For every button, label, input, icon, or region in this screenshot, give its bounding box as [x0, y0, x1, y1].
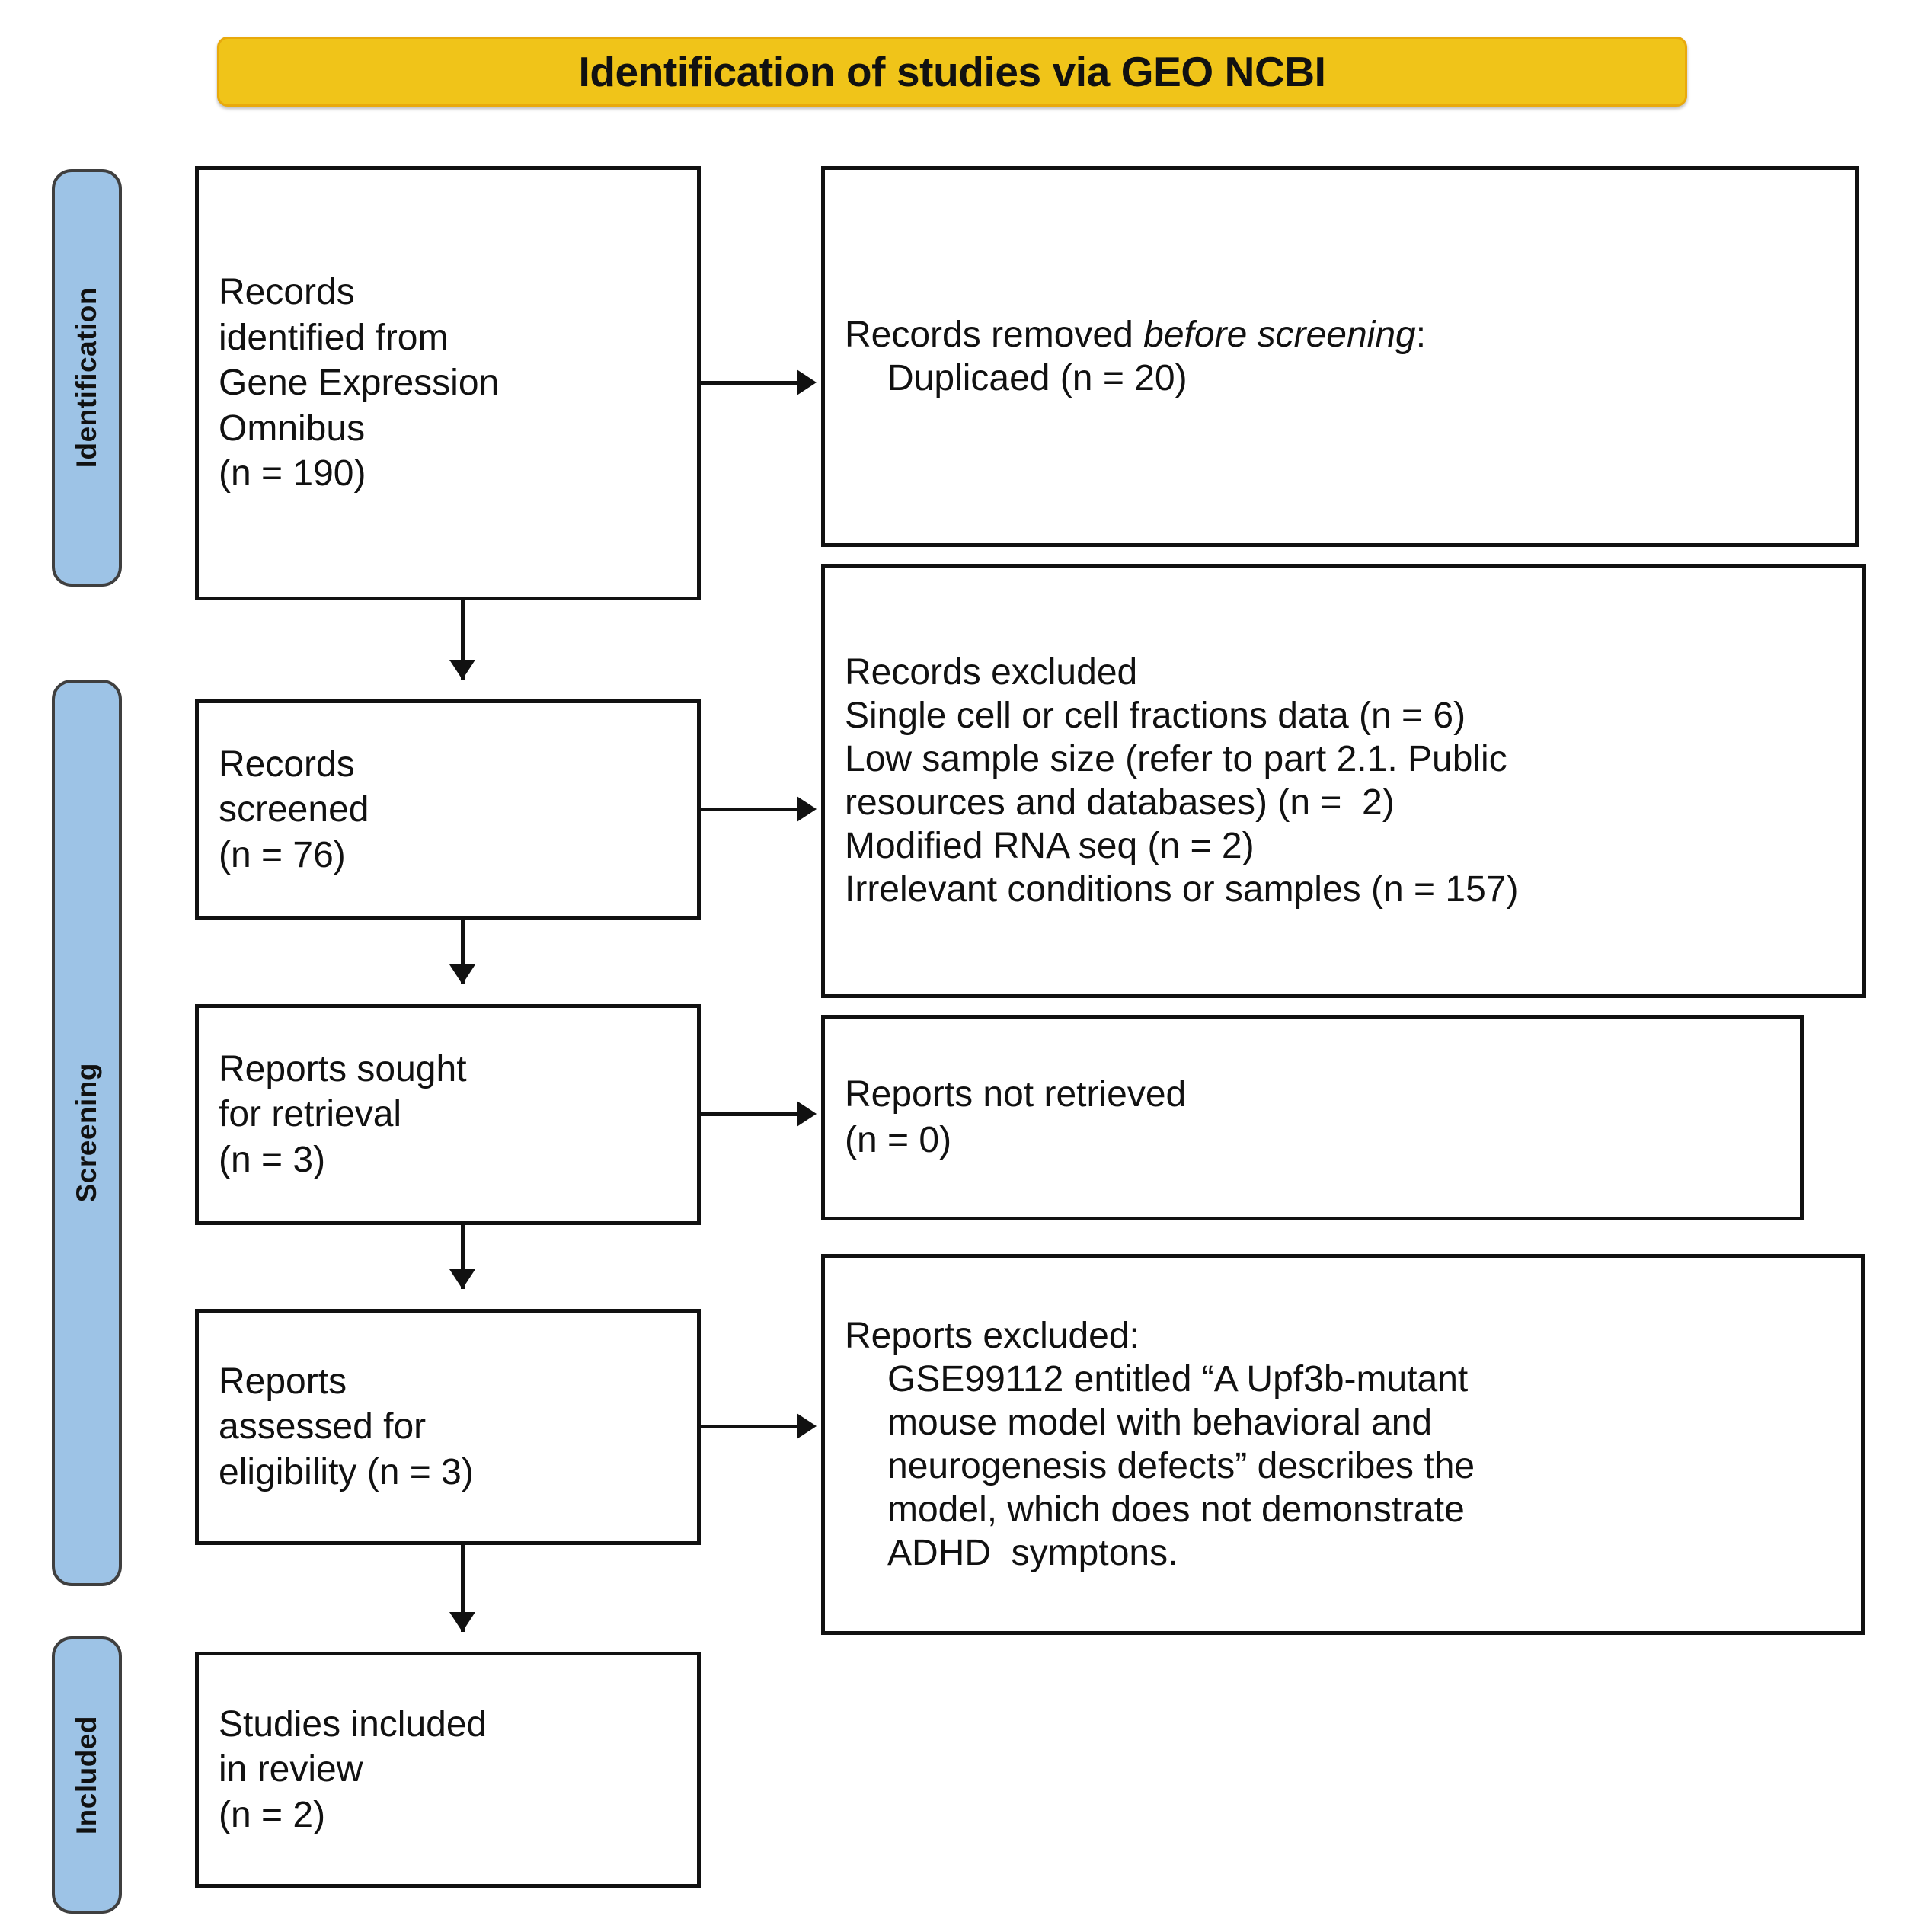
- box-reports-not-retrieved: Reports not retrieved (n = 0): [821, 1015, 1804, 1220]
- box-reports-excluded: Reports excluded:GSE99112 entitled “A Up…: [821, 1254, 1865, 1635]
- box-records-excluded: Records excluded Single cell or cell fra…: [821, 564, 1866, 998]
- arrowhead-right-not-retrieved: [797, 1101, 817, 1127]
- stage-label-screening: Screening: [71, 1063, 102, 1203]
- records-removed-item: Duplicaed (n = 20): [887, 358, 1187, 398]
- connector-identified-to-removed: [701, 381, 800, 385]
- box-records-identified: Records identified from Gene Expression …: [195, 166, 701, 600]
- box-records-identified-text: Records identified from Gene Expression …: [219, 272, 500, 494]
- arrowhead-right-reports-excluded: [797, 1413, 817, 1439]
- connector-assessed-to-reports-excluded: [701, 1425, 800, 1428]
- box-reports-excluded-text: Reports excluded:GSE99112 entitled “A Up…: [845, 1314, 1841, 1575]
- connector-sought-to-assessed: [461, 1225, 465, 1289]
- reports-excluded-heading: Reports excluded:: [845, 1315, 1139, 1356]
- box-studies-included-text: Studies included in review (n = 2): [219, 1703, 487, 1835]
- connector-assessed-to-included: [461, 1545, 465, 1632]
- arrowhead-right-excluded: [797, 796, 817, 822]
- box-reports-sought: Reports sought for retrieval (n = 3): [195, 1004, 701, 1225]
- arrowhead-right-removed: [797, 369, 817, 395]
- diagram-banner: Identification of studies via GEO NCBI: [217, 37, 1687, 107]
- records-removed-heading-post: :: [1415, 314, 1427, 355]
- records-removed-heading-italic: before screening: [1143, 314, 1416, 355]
- connector-identified-to-screened: [461, 600, 465, 680]
- arrowhead-down-sought: [449, 964, 475, 984]
- records-removed-heading-pre: Records removed: [845, 314, 1144, 355]
- box-records-removed: Records removed before screening: Duplica…: [821, 166, 1859, 547]
- box-records-screened-text: Records screened (n = 76): [219, 744, 369, 875]
- stage-label-identification: Identification: [71, 287, 102, 469]
- box-reports-not-retrieved-text: Reports not retrieved (n = 0): [845, 1074, 1187, 1160]
- stage-label-included: Included: [71, 1715, 102, 1835]
- connector-screened-to-sought: [461, 920, 465, 984]
- arrowhead-down-screened: [449, 660, 475, 680]
- box-records-screened: Records screened (n = 76): [195, 699, 701, 920]
- stage-tab-identification: Identification: [52, 169, 122, 587]
- box-reports-assessed: Reports assessed for eligibility (n = 3): [195, 1309, 701, 1545]
- connector-screened-to-excluded: [701, 808, 800, 811]
- box-records-removed-text: Records removed before screening: Duplica…: [845, 313, 1835, 400]
- arrowhead-down-assessed: [449, 1269, 475, 1289]
- box-reports-sought-text: Reports sought for retrieval (n = 3): [219, 1048, 467, 1180]
- stage-tab-screening: Screening: [52, 680, 122, 1586]
- arrowhead-down-included: [449, 1612, 475, 1632]
- reports-excluded-body: GSE99112 entitled “A Upf3b-mutant mouse …: [887, 1358, 1475, 1574]
- box-records-excluded-text: Records excluded Single cell or cell fra…: [845, 651, 1519, 910]
- connector-sought-to-not-retrieved: [701, 1112, 800, 1116]
- box-studies-included: Studies included in review (n = 2): [195, 1652, 701, 1888]
- box-reports-assessed-text: Reports assessed for eligibility (n = 3): [219, 1361, 474, 1492]
- stage-tab-included: Included: [52, 1636, 122, 1914]
- page-title: Identification of studies via GEO NCBI: [578, 48, 1326, 95]
